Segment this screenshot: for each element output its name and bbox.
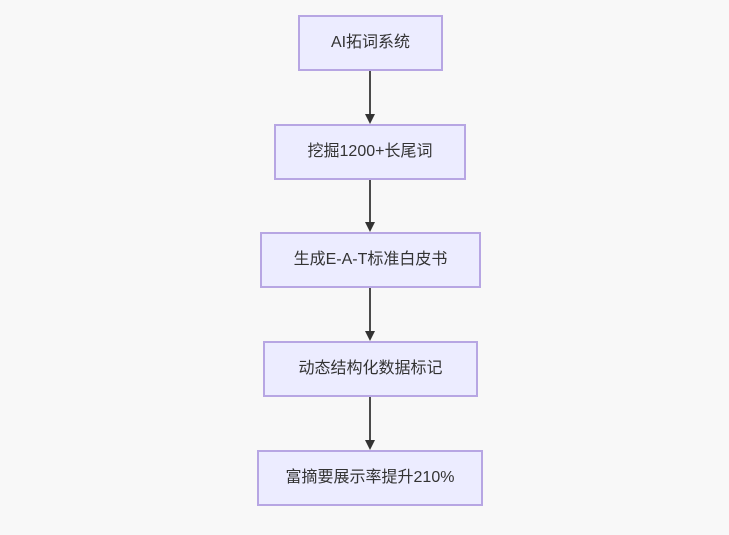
arrow-line — [369, 288, 371, 332]
node-label: 生成E-A-T标准白皮书 — [293, 251, 448, 268]
flowchart-node-longtail-keywords: 挖掘1200+长尾词 — [274, 124, 466, 180]
arrow-line — [369, 180, 371, 223]
flowchart-node-eat-whitepaper: 生成E-A-T标准白皮书 — [260, 232, 481, 288]
node-label: 动态结构化数据标记 — [298, 360, 443, 377]
node-label: AI拓词系统 — [330, 34, 411, 51]
node-label: 富摘要展示率提升210% — [285, 469, 455, 486]
arrow-line — [369, 397, 371, 441]
arrowhead-down-icon — [365, 114, 375, 124]
arrow-line — [369, 71, 371, 115]
arrowhead-down-icon — [365, 331, 375, 341]
flowchart-node-rich-snippet-result: 富摘要展示率提升210% — [257, 450, 483, 506]
flowchart-node-structured-data: 动态结构化数据标记 — [263, 341, 478, 397]
arrowhead-down-icon — [365, 222, 375, 232]
flowchart-node-ai-system: AI拓词系统 — [298, 15, 443, 71]
node-label: 挖掘1200+长尾词 — [307, 143, 433, 160]
arrowhead-down-icon — [365, 440, 375, 450]
